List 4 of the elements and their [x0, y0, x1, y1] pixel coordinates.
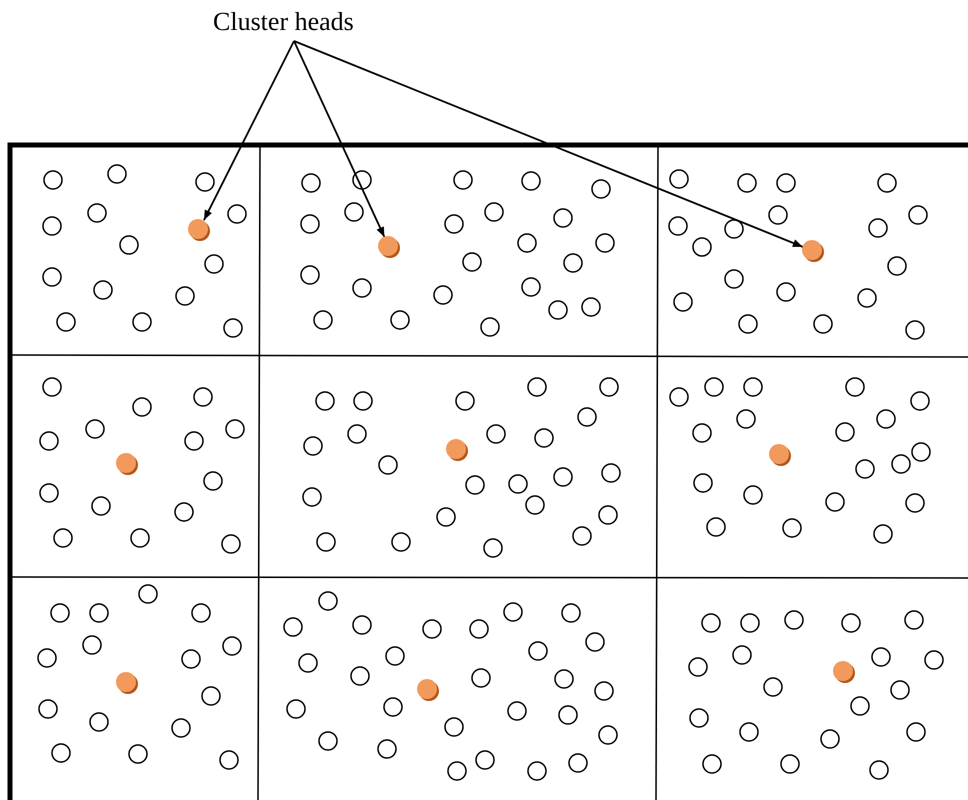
arrow — [293, 40, 386, 238]
arrow — [203, 40, 295, 221]
arrow — [294, 40, 804, 248]
callout-text: Cluster heads — [213, 7, 355, 37]
